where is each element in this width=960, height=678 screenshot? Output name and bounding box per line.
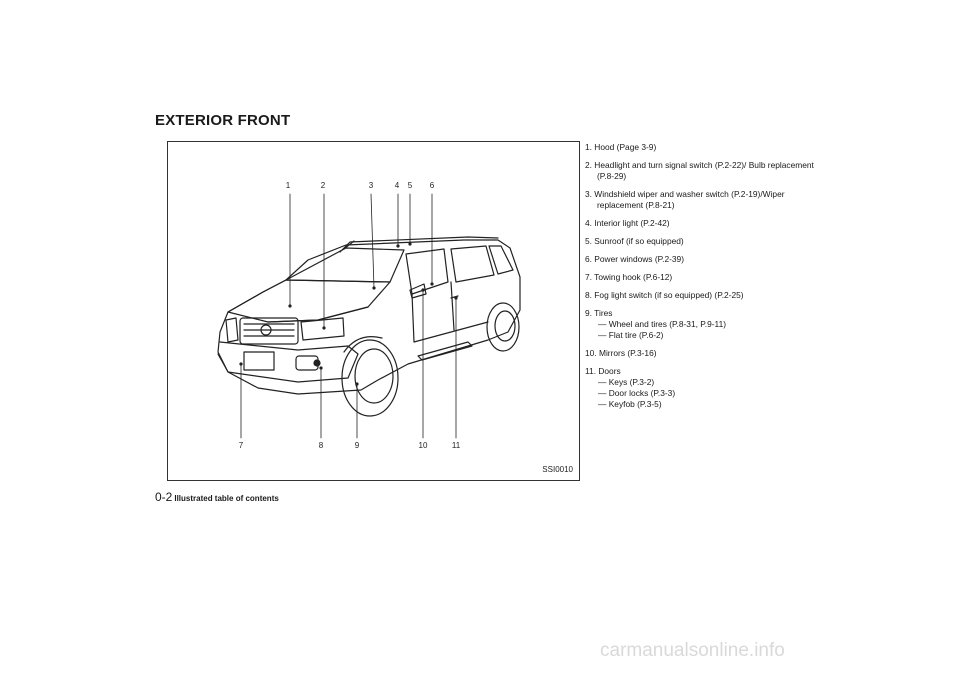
page-number: 0-2 — [155, 490, 173, 504]
grille — [239, 317, 299, 345]
callout-11: 11 — [452, 441, 461, 450]
list-item: 1. Hood (Page 3-9) — [585, 142, 815, 153]
section-title: EXTERIOR FRONT — [155, 112, 291, 129]
left-headlight — [225, 317, 239, 343]
suv-body — [217, 239, 521, 395]
list-item: 9. Tires— Wheel and tires (P.8-31, P.9-1… — [585, 308, 815, 341]
callout-1: 1 — [286, 181, 291, 190]
list-subitem: — Door locks (P.3-3) — [598, 388, 676, 398]
list-item-text: 8. Fog light switch (if so equipped) (P.… — [585, 290, 744, 300]
list-item-text: 5. Sunroof (if so equipped) — [585, 236, 684, 246]
list-item-text: 1. Hood (Page 3-9) — [585, 142, 657, 152]
component-list: 1. Hood (Page 3-9) 2. Headlight and turn … — [585, 142, 815, 417]
footer-title: Illustrated table of contents — [174, 494, 279, 503]
callout-10: 10 — [419, 441, 428, 450]
list-item-text: 9. Tires — [585, 308, 613, 318]
list-item: 8. Fog light switch (if so equipped) (P.… — [585, 290, 815, 301]
watermark: carmanualsonline.info — [600, 640, 785, 661]
figure-code: SSI0010 — [542, 465, 573, 474]
hood — [227, 279, 391, 323]
callout-2: 2 — [321, 181, 326, 190]
roof-rack — [339, 236, 499, 253]
list-item: 2. Headlight and turn signal switch (P.2… — [585, 160, 815, 182]
callout-leaders — [240, 193, 457, 439]
callout-5: 5 — [408, 181, 413, 190]
callout-9: 9 — [355, 441, 360, 450]
suv-illustration: 1 2 3 4 5 6 7 8 9 10 11 — [217, 181, 521, 450]
list-subitem: — Flat tire (P.6-2) — [598, 330, 664, 340]
callout-7: 7 — [239, 441, 244, 450]
list-subitem: — Keyfob (P.3-5) — [598, 399, 662, 409]
headlight — [300, 317, 345, 341]
rear-tire — [486, 302, 520, 352]
list-item: 7. Towing hook (P.6-12) — [585, 272, 815, 283]
list-item: 3. Windshield wiper and washer switch (P… — [585, 189, 815, 211]
list-item-text: 6. Power windows (P.2-39) — [585, 254, 684, 264]
list-subitem: — Keys (P.3-2) — [598, 377, 655, 387]
door-mirror — [409, 283, 427, 299]
front-door-window — [405, 248, 449, 295]
callout-3: 3 — [369, 181, 374, 190]
side-step — [417, 341, 473, 361]
list-item-text: 11. Doors — [585, 366, 621, 376]
callout-4: 4 — [395, 181, 400, 190]
list-item-text: 3. Windshield wiper and washer switch (P… — [585, 189, 785, 210]
list-item: 4. Interior light (P.2-42) — [585, 218, 815, 229]
rear-door-window — [450, 245, 495, 283]
front-tire — [341, 339, 399, 417]
callout-dots — [239, 242, 458, 386]
list-item-text: 7. Towing hook (P.6-12) — [585, 272, 673, 282]
list-item: 5. Sunroof (if so equipped) — [585, 236, 815, 247]
list-item-text: 2. Headlight and turn signal switch (P.2… — [585, 160, 814, 181]
list-item: 6. Power windows (P.2-39) — [585, 254, 815, 265]
exterior-front-figure: 1 2 3 4 5 6 7 8 9 10 11 SSI0010 — [167, 141, 580, 481]
license-plate — [243, 351, 275, 371]
door-handle — [450, 295, 459, 299]
list-item-text: 4. Interior light (P.2-42) — [585, 218, 670, 228]
list-item: 10. Mirrors (P.3-16) — [585, 348, 815, 359]
rear-quarter-window — [488, 245, 514, 275]
list-item-text: 10. Mirrors (P.3-16) — [585, 348, 657, 358]
callout-6: 6 — [430, 181, 435, 190]
front-bumper — [217, 341, 359, 383]
callout-8: 8 — [319, 441, 324, 450]
windshield — [285, 247, 405, 283]
list-item: 11. Doors— Keys (P.3-2)— Door locks (P.3… — [585, 366, 815, 410]
list-subitem: — Wheel and tires (P.8-31, P.9-11) — [598, 319, 727, 329]
